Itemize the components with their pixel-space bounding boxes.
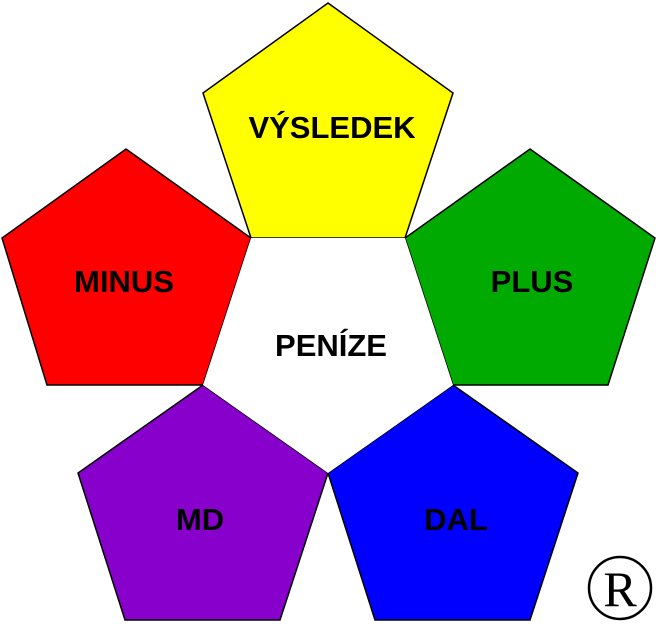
petal-md: MD [77,384,329,621]
petal-plus-label: PLUS [491,264,574,299]
center-pentagon-shape [203,238,453,473]
registered-mark: R [587,555,653,621]
petal-dal-shape [327,384,579,621]
petal-minus-label: MINUS [74,264,174,299]
petal-vysledek: VÝSLEDEK [202,2,454,239]
registered-mark-letter: R [603,561,637,617]
petal-md-shape [77,384,329,621]
petal-plus: PLUS [404,148,656,386]
center-label: PENÍZE [275,328,387,363]
petal-minus-shape [1,148,252,386]
petal-md-label: MD [176,502,224,537]
petal-dal: DAL [327,384,579,621]
petal-plus-shape [404,148,656,386]
registered-mark-ring [587,555,653,621]
petal-vysledek-label: VÝSLEDEK [248,110,416,145]
petal-minus: MINUS [1,148,252,386]
center-pentagon: PENÍZE [203,238,453,473]
petal-dal-label: DAL [424,502,488,537]
